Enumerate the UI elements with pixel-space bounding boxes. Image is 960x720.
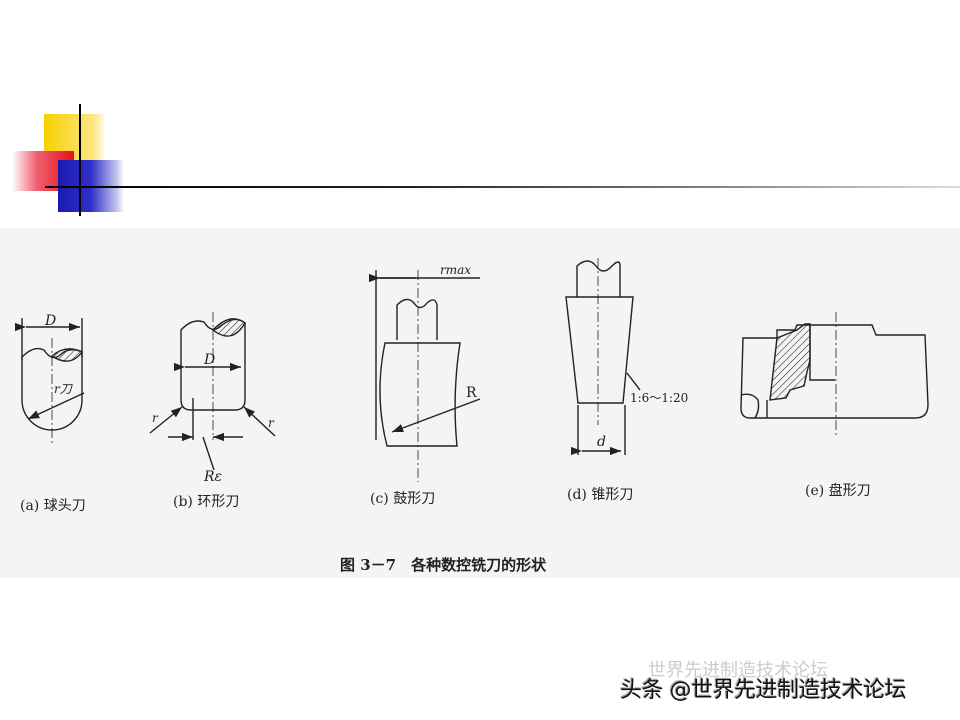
- dim-label-c-R: R: [466, 385, 477, 401]
- toroidal-cutter: [149, 312, 276, 471]
- dim-label-d-taper: 1:6～1:20: [630, 391, 688, 405]
- panel-label-e: (e) 盘形刀: [805, 482, 871, 499]
- figure-caption: 图 3－7 各种数控铣刀的形状: [340, 556, 547, 574]
- dim-label-b-r-left: r: [152, 411, 159, 425]
- drum-cutter: [368, 270, 481, 482]
- dim-label-b-r-right: r: [268, 416, 275, 430]
- panel-label-b: (b) 环形刀: [173, 494, 239, 510]
- decor-horizontal-line: [45, 186, 960, 188]
- panel-label-c: (c) 鼓形刀: [370, 491, 435, 507]
- decor-vertical-line: [79, 104, 81, 216]
- scanned-figure-background: [0, 228, 960, 578]
- disk-cutter: [740, 312, 929, 435]
- watermark-text: 头条 @世界先进制造技术论坛: [620, 678, 907, 703]
- watermark-ghost-text: 世界先进制造技术论坛: [648, 660, 828, 681]
- dim-label-d-d: d: [597, 434, 606, 450]
- dim-label-a-r: r刀: [54, 382, 74, 396]
- dim-label-b-D: D: [203, 352, 215, 368]
- dim-label-c-rmax: rmax: [440, 263, 471, 277]
- tapered-cutter: [565, 258, 641, 456]
- panel-label-d: (d) 锥形刀: [567, 487, 633, 503]
- panel-label-a: (a) 球头刀: [20, 498, 86, 514]
- dim-label-b-Re: Rε: [203, 469, 222, 485]
- dim-label-a-D: D: [44, 313, 56, 329]
- ball-end-cutter: [14, 318, 85, 445]
